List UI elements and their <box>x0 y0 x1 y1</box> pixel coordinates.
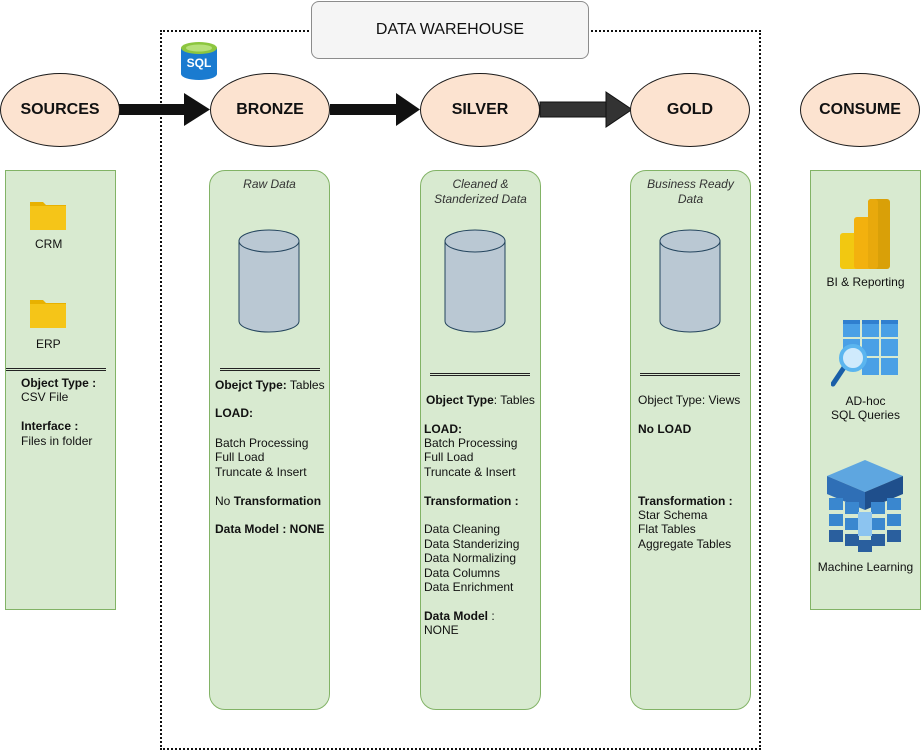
arrow-sources-to-bronze <box>118 93 210 126</box>
gold-load-label: No LOAD <box>638 422 692 436</box>
gold-object-type: Object Type: Views <box>638 393 741 407</box>
consume-item-sql-queries: SQL Queries <box>831 408 900 422</box>
folder-icon <box>29 199 67 231</box>
silver-transformation-item: Data Cleaning <box>424 522 501 536</box>
stage-consume: CONSUME <box>800 73 920 147</box>
bronze-load-item: Full Load <box>215 450 265 464</box>
sources-interface-label: Interface : <box>21 419 79 433</box>
sql-icon-label: SQL <box>187 56 212 70</box>
consume-item-adhoc: AD-hoc <box>845 394 886 408</box>
silver-subtitle: Cleaned & Standerized Data <box>434 177 527 206</box>
bronze-load-item: Truncate & Insert <box>215 465 307 479</box>
silver-transformation-item: Data Standerizing <box>424 537 520 551</box>
bronze-load-label: LOAD: <box>215 406 253 420</box>
stage-sources: SOURCES <box>0 73 120 147</box>
bronze-load-item: Batch Processing <box>215 436 309 450</box>
silver-data-model-label: Data Model : <box>424 609 495 623</box>
source-item-crm: CRM <box>35 237 63 251</box>
silver-load-item: Batch Processing <box>424 436 518 450</box>
stage-silver: SILVER <box>420 73 540 147</box>
sql-database-icon: SQL <box>178 40 220 82</box>
database-cylinder-icon <box>238 229 300 333</box>
consume-item-bi: BI & Reporting <box>826 275 905 289</box>
silver-load-item: Full Load <box>424 450 474 464</box>
bronze-subtitle: Raw Data <box>243 177 296 191</box>
bronze-data-model: Data Model : NONE <box>215 522 325 536</box>
silver-transformation-item: Data Enrichment <box>424 580 514 594</box>
stage-gold: GOLD <box>630 73 750 147</box>
silver-load-item: Truncate & Insert <box>424 465 516 479</box>
arrow-silver-to-gold <box>539 91 633 128</box>
gold-transformation-item: Flat Tables <box>638 522 696 536</box>
stage-bronze: BRONZE <box>210 73 330 147</box>
gold-transformation-label: Transformation : <box>638 494 733 508</box>
separator <box>6 368 106 371</box>
source-item-erp: ERP <box>36 337 61 351</box>
silver-transformation-label: Transformation : <box>424 494 519 508</box>
database-cylinder-icon <box>444 229 506 333</box>
bronze-transformation: No Transformation <box>215 494 322 508</box>
silver-transformation-item: Data Columns <box>424 566 501 580</box>
arrow-bronze-to-silver <box>330 93 420 126</box>
separator <box>430 373 530 376</box>
consume-item-machine-learning: Machine Learning <box>817 560 914 574</box>
sources-panel <box>5 170 116 610</box>
silver-transformation-item: Data Normalizing <box>424 551 517 565</box>
gold-subtitle: Business Ready Data <box>647 177 734 206</box>
query-grid-icon <box>831 320 901 388</box>
separator <box>640 373 740 376</box>
data-warehouse-title: DATA WAREHOUSE <box>311 1 589 59</box>
machine-learning-cube-icon <box>825 460 905 556</box>
silver-object-type: Object Type: Tables <box>426 393 535 407</box>
gold-transformation-item: Star Schema <box>638 508 708 522</box>
power-bi-icon <box>840 199 892 271</box>
sources-interface-value: Files in folder <box>21 434 93 448</box>
separator <box>220 368 320 371</box>
bronze-object-type: Obejct Type: Tables <box>215 378 325 392</box>
gold-panel <box>630 170 751 710</box>
database-cylinder-icon <box>659 229 721 333</box>
folder-icon <box>29 297 67 329</box>
sources-object-type-value: CSV File <box>21 390 69 404</box>
silver-data-model-value: NONE <box>424 623 459 637</box>
sources-object-type-label: Object Type : <box>21 376 97 390</box>
silver-load-label: LOAD: <box>424 422 462 436</box>
gold-transformation-item: Aggregate Tables <box>638 537 732 551</box>
